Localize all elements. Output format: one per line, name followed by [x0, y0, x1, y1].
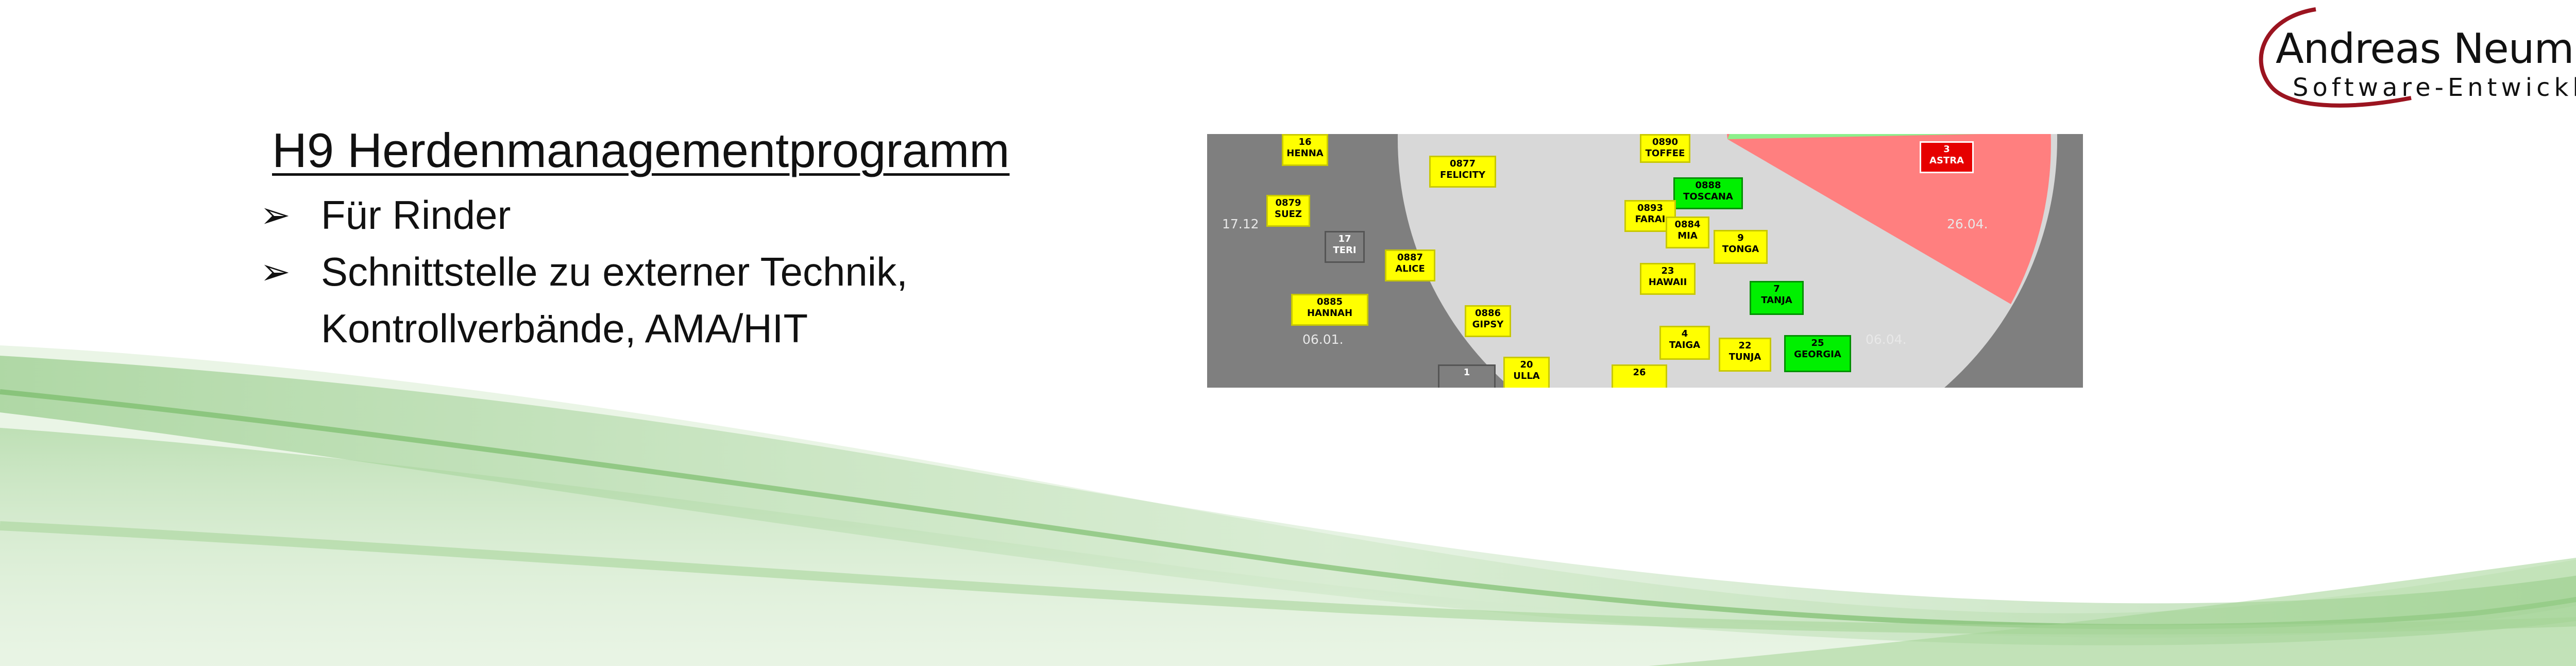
arrow-bullet-icon: ➢: [260, 195, 291, 235]
cow-tag[interactable]: 26: [1612, 364, 1667, 388]
date-label: 06.04.: [1866, 332, 1907, 347]
dial-red-sector: [1726, 134, 2051, 304]
bullet-text: Schnittstelle zu externer Technik, Kontr…: [321, 249, 908, 351]
bullet-item: ➢ Für Rinder: [260, 187, 908, 243]
logo-name: Andreas Neumayr: [2276, 25, 2576, 73]
date-label: 17.12: [1222, 217, 1259, 231]
logo-subtitle: Software-Entwicklung: [2293, 73, 2576, 102]
cow-tag[interactable]: 1: [1438, 364, 1496, 388]
slide-title: H9 Herdenmanagementprogramm: [272, 123, 1010, 177]
date-label: 06.01.: [1302, 332, 1344, 347]
bullet-item: ➢ Schnittstelle zu externer Technik, Kon…: [260, 243, 908, 357]
date-label: 26.04.: [1947, 217, 1988, 231]
bullet-text: Für Rinder: [321, 192, 511, 238]
company-logo: Andreas Neumayr Software-Entwicklung: [2241, 5, 2576, 108]
arrow-bullet-icon: ➢: [260, 252, 291, 292]
bullet-list: ➢ Für Rinder ➢ Schnittstelle zu externer…: [260, 187, 908, 357]
dial-green-sector: [1727, 134, 1980, 139]
logo-swoosh: [2259, 7, 2412, 108]
